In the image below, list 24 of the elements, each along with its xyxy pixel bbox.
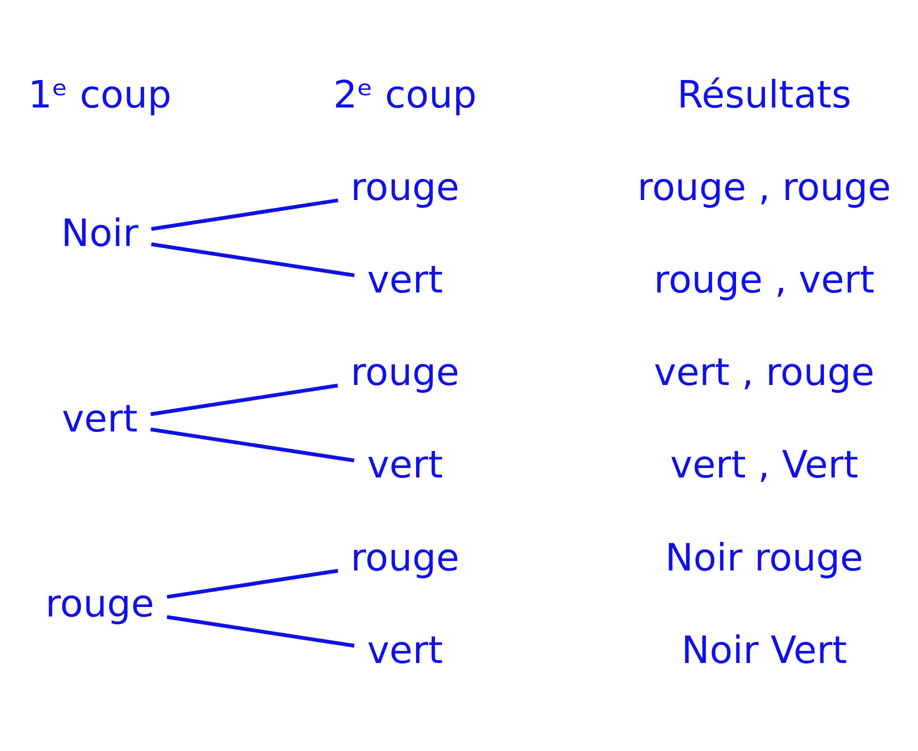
connector: [150, 384, 338, 416]
label: Résultats: [677, 72, 852, 116]
label: rouge , rouge: [637, 164, 892, 209]
node-text: rouge: [350, 164, 460, 209]
label: Noir Vert: [681, 628, 848, 672]
label: 1ᵉ coup: [28, 72, 172, 116]
node-text: vert: [367, 442, 443, 487]
label: rouge , vert: [654, 258, 875, 302]
label: 2ᵉ coup: [333, 72, 477, 116]
node-text: rouge: [350, 535, 460, 580]
node-text: vert: [367, 258, 443, 302]
connector: [151, 198, 338, 231]
label: vert , Vert: [670, 442, 858, 487]
node-text: vert: [62, 396, 138, 440]
connector: [150, 427, 354, 462]
node-text: rouge: [45, 582, 154, 626]
label: Noir rouge: [665, 535, 864, 580]
label: vert , rouge: [654, 350, 875, 394]
connector: [151, 242, 355, 278]
node-text: Noir: [61, 211, 138, 256]
node-text: vert: [367, 628, 443, 672]
connector: [166, 615, 355, 648]
node-text: rouge: [350, 350, 460, 394]
connector: [166, 568, 338, 599]
